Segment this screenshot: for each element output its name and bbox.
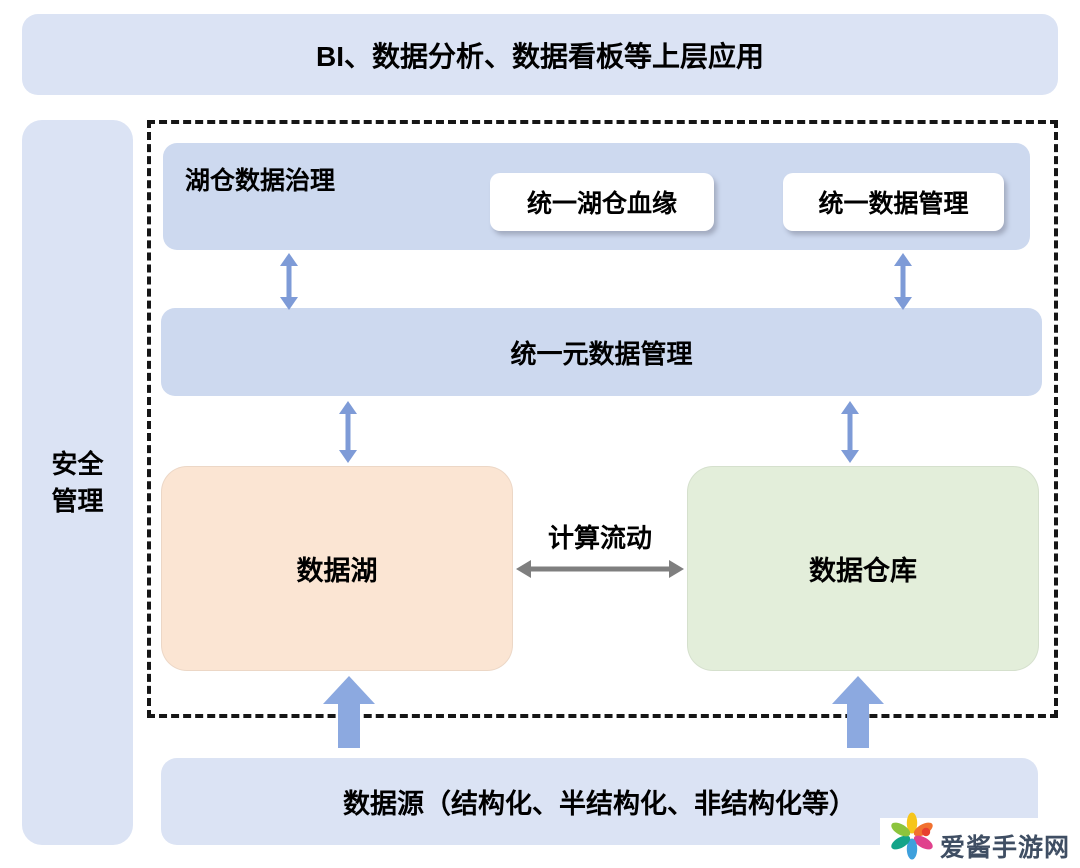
lakehouse-dashed-frame xyxy=(147,120,1058,718)
unified-data-management-label: 统一数据管理 xyxy=(818,190,969,218)
governance-title: 湖仓数据治理 xyxy=(185,167,336,195)
up-arrow-icon xyxy=(323,676,375,748)
up-arrow-shaft xyxy=(847,702,869,748)
data-sources-label: 数据源（结构化、半结构化、非结构化等） xyxy=(343,789,856,819)
data-lake-label: 数据湖 xyxy=(296,556,378,586)
security-management-bar: 安全 管理 xyxy=(22,120,133,845)
bidirectional-vertical-arrow-icon xyxy=(894,253,912,310)
data-warehouse-box: 数据仓库 xyxy=(687,466,1039,671)
lakehouse-governance-box: 湖仓数据治理 统一湖仓血缘 统一数据管理 xyxy=(163,143,1030,250)
unified-metadata-label: 统一元数据管理 xyxy=(510,338,693,369)
top-applications-bar: BI、数据分析、数据看板等上层应用 xyxy=(22,14,1058,95)
data-warehouse-label: 数据仓库 xyxy=(809,556,917,586)
up-arrow-head xyxy=(323,676,375,704)
bidirectional-horizontal-arrow-icon xyxy=(516,560,684,578)
security-label-line1: 安全 xyxy=(51,449,104,480)
security-label-line2: 管理 xyxy=(51,485,104,516)
unified-data-management-chip: 统一数据管理 xyxy=(783,173,1004,231)
unified-metadata-bar: 统一元数据管理 xyxy=(161,308,1042,396)
unified-lineage-chip: 统一湖仓血缘 xyxy=(490,173,714,231)
bidirectional-vertical-arrow-icon xyxy=(841,401,859,463)
unified-lineage-label: 统一湖仓血缘 xyxy=(526,190,677,218)
flower-logo-icon xyxy=(891,812,933,860)
up-arrow-head xyxy=(832,676,884,704)
data-lake-box: 数据湖 xyxy=(161,466,513,671)
up-arrow-icon xyxy=(832,676,884,748)
site-watermark: 爱酱手游网 xyxy=(880,812,1080,868)
watermark-text: 爱酱手游网 xyxy=(940,834,1071,862)
top-applications-label: BI、数据分析、数据看板等上层应用 xyxy=(315,40,764,72)
up-arrow-shaft xyxy=(338,702,360,748)
bidirectional-vertical-arrow-icon xyxy=(339,401,357,463)
bidirectional-vertical-arrow-icon xyxy=(280,253,298,310)
compute-flow-label: 计算流动 xyxy=(547,523,652,553)
